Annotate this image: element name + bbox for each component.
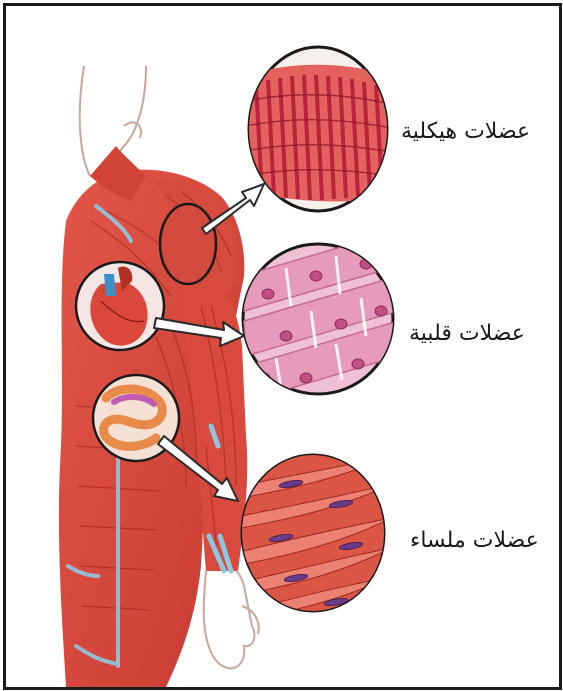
skeletal-muscle-label: عضلات هيكلية [401, 119, 530, 144]
cardiac-muscle-label: عضلات قلبية [409, 321, 525, 346]
muscle-types-illustration [6, 6, 559, 687]
cardiac-magnified [242, 231, 398, 401]
skeletal-magnified [246, 47, 391, 211]
skeletal-source-circle [160, 204, 216, 284]
diagram-frame: عضلات هيكلية عضلات قلبية عضلات ملساء [3, 3, 562, 690]
smooth-magnified [236, 451, 396, 621]
heart-inset [76, 262, 164, 350]
smooth-muscle-label: عضلات ملساء [410, 528, 539, 553]
